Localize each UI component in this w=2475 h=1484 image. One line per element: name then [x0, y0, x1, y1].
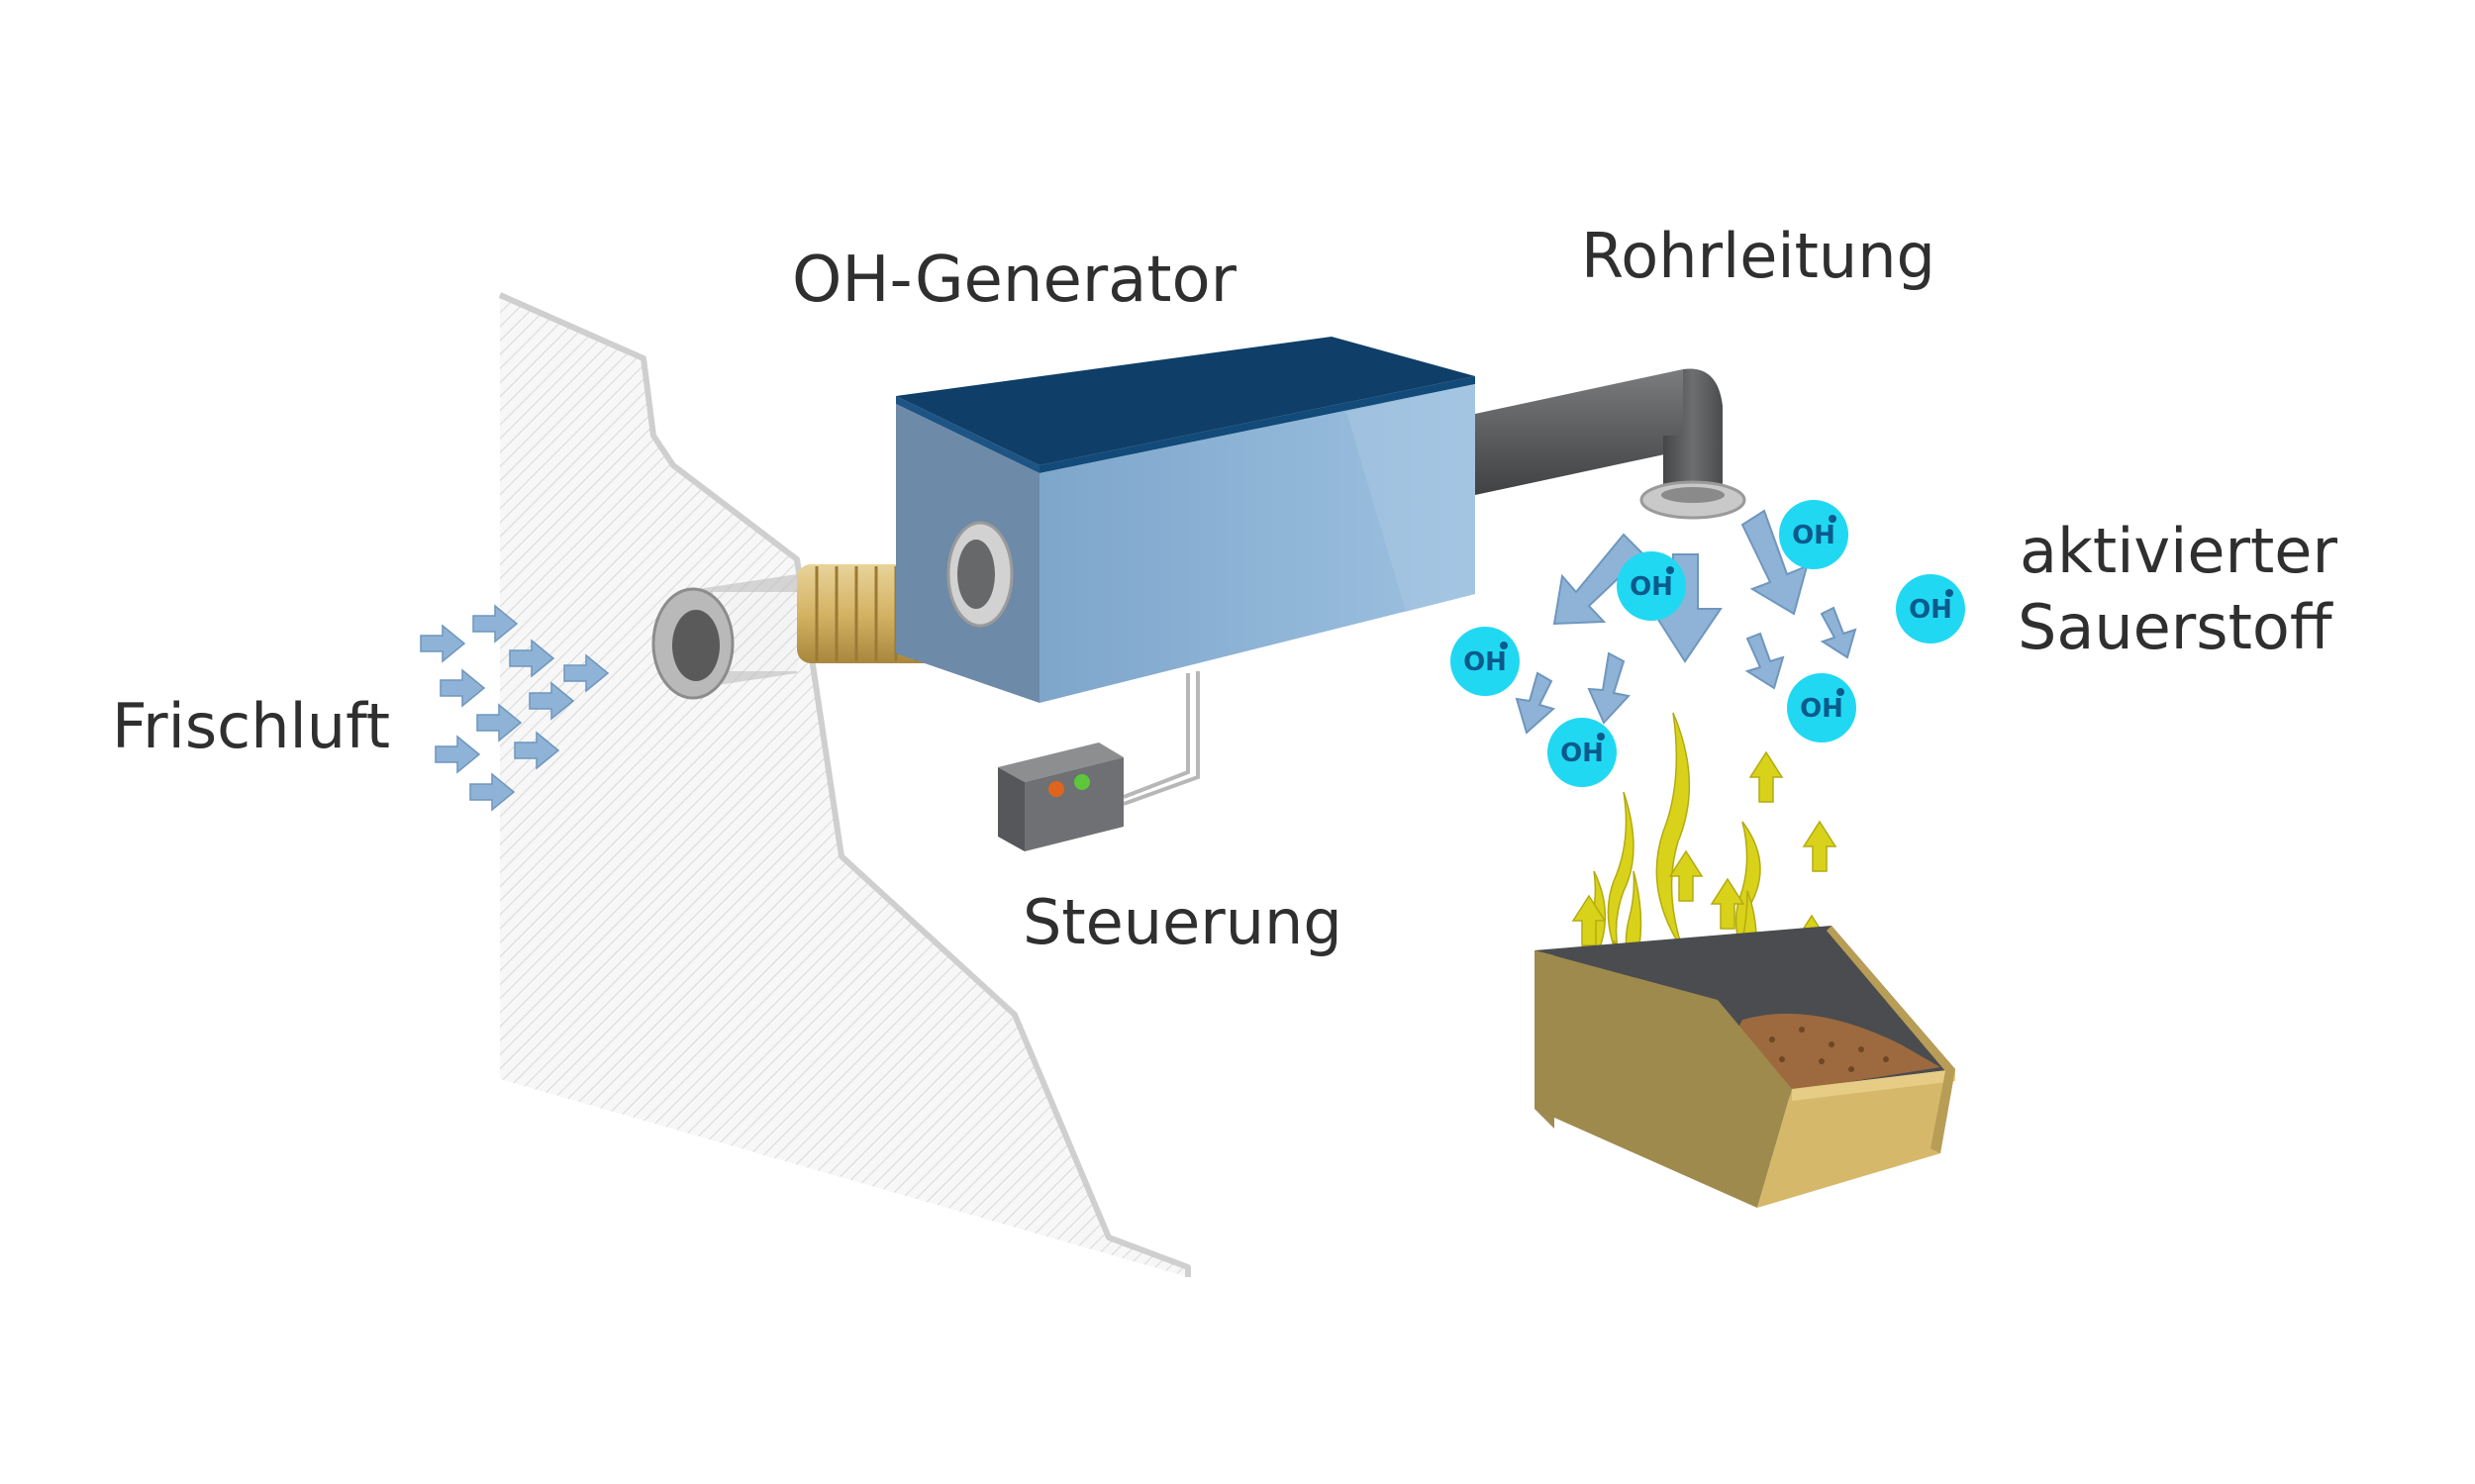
status-led-green [1074, 774, 1090, 790]
control-cable [1123, 671, 1200, 806]
svg-text:OH: OH [1463, 647, 1507, 677]
fresh-air-arrows [420, 604, 610, 812]
oh-molecule: OH [1547, 718, 1617, 787]
label-fresh-air: Frischluft [112, 690, 391, 762]
label-generator: OH-Generator [792, 244, 1237, 317]
svg-text:OH: OH [1800, 694, 1843, 724]
wall [498, 292, 1191, 1277]
svg-text:OH: OH [1560, 739, 1604, 768]
oh-molecules: OH OH OH OH OH OH [1450, 500, 1965, 787]
svg-text:OH: OH [1792, 521, 1835, 550]
downflow-arrows [1515, 509, 1857, 735]
generator-box [896, 337, 1475, 703]
svg-text:OH: OH [1630, 572, 1673, 602]
waste-bin [1534, 926, 1955, 1208]
oh-molecule: OH [1787, 673, 1856, 742]
svg-text:OH: OH [1909, 595, 1952, 625]
label-oxygen-line1: aktivierter [2020, 515, 2337, 587]
oh-molecule: OH [1779, 500, 1848, 569]
inlet-tube [651, 574, 797, 700]
status-led-orange [1048, 781, 1064, 797]
oh-molecule: OH [1450, 627, 1520, 696]
oh-molecule: OH [1617, 551, 1686, 621]
control-box [998, 742, 1124, 851]
oh-molecule: OH [1896, 574, 1965, 643]
label-pipe: Rohrleitung [1581, 220, 1935, 292]
label-control: Steuerung [1023, 886, 1342, 958]
label-oxygen-line2: Sauerstoff [2018, 591, 2332, 663]
pipe [1475, 368, 1746, 520]
